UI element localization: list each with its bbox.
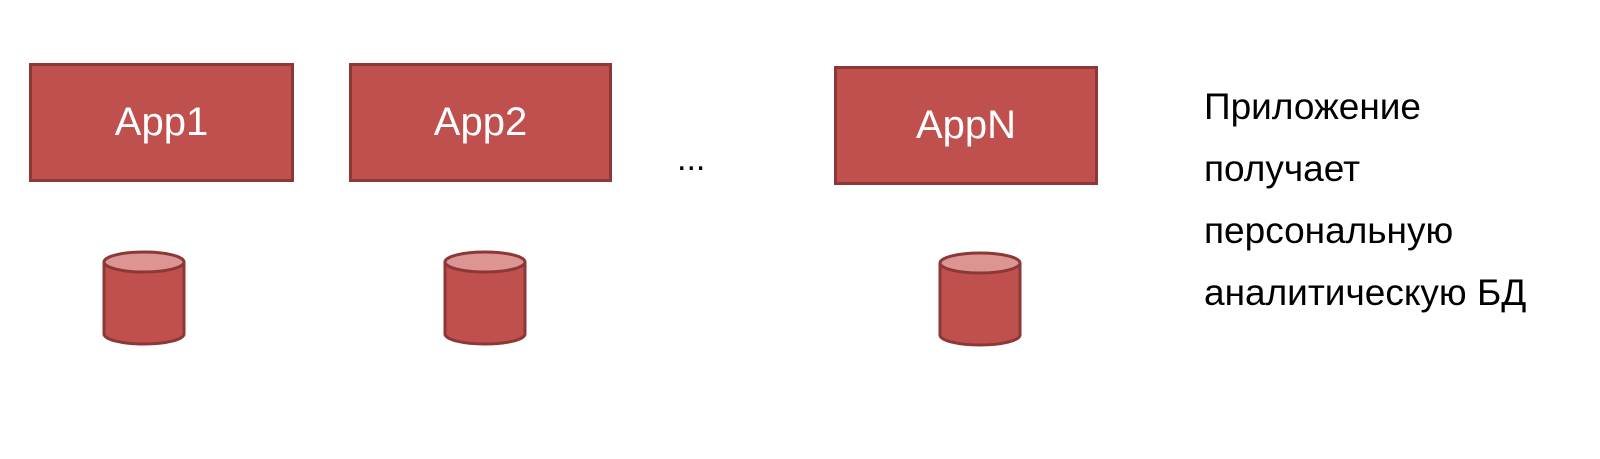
caption-line-2: получает (1204, 148, 1361, 189)
caption-line-4: аналитическую БД (1204, 272, 1527, 313)
caption-text: Приложение получает персональную аналити… (1204, 76, 1596, 324)
database-icon-2 (443, 250, 527, 346)
caption-line-1: Приложение (1204, 86, 1422, 127)
caption-line-3: персональную (1204, 210, 1454, 251)
ellipsis: ... (677, 140, 706, 178)
database-icon-1 (102, 250, 186, 346)
database-icon-n (938, 251, 1022, 347)
app-box-2: App2 (349, 63, 612, 182)
app-box-1: App1 (29, 63, 294, 182)
app-box-n: AppN (834, 66, 1098, 185)
